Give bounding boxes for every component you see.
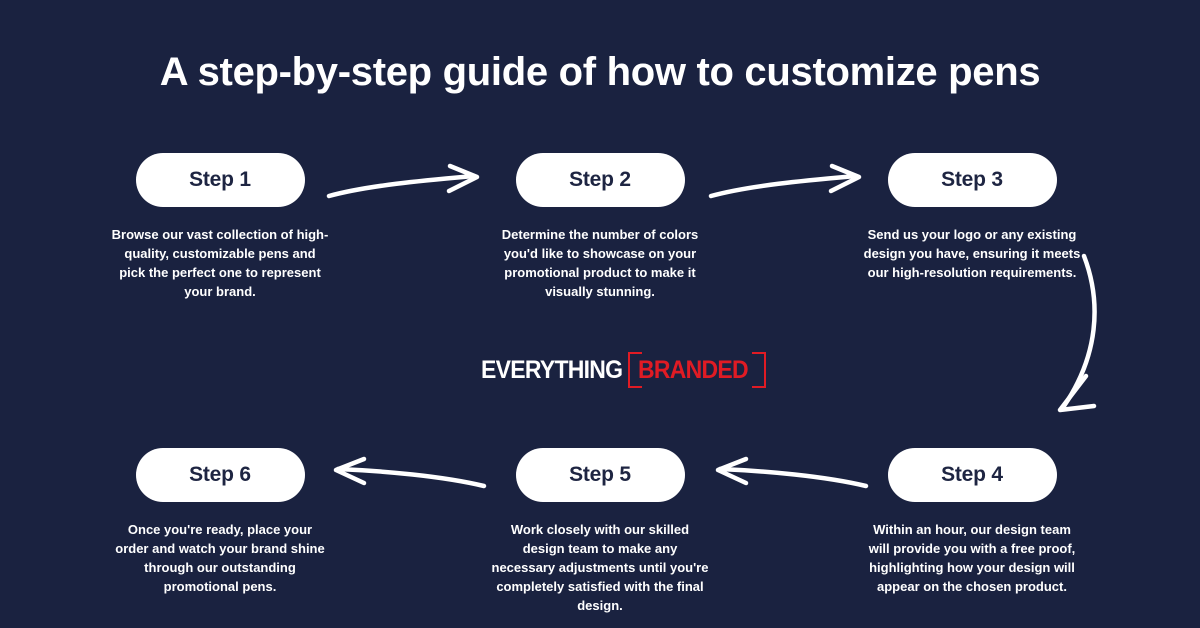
step-card-1: Step 1 Browse our vast collection of hig… bbox=[102, 153, 338, 301]
step-description-4: Within an hour, our design team will pro… bbox=[868, 522, 1076, 594]
step-description-1: Browse our vast collection of high-quali… bbox=[111, 227, 329, 299]
step-pill-6[interactable]: Step 6 bbox=[135, 448, 305, 502]
logo-branded-stamp-box: BRANDED bbox=[627, 352, 767, 388]
step-label-4: Step 4 bbox=[941, 463, 1003, 486]
step-label-2: Step 2 bbox=[569, 168, 631, 191]
step-pill-3[interactable]: Step 3 bbox=[887, 153, 1057, 207]
everythingbranded-logo: EVERYTHING BRANDED bbox=[481, 352, 767, 388]
logo-word-everything: EVERYTHING bbox=[481, 356, 623, 384]
arrow-step1-to-step2-icon bbox=[326, 163, 480, 199]
step-card-2: Step 2 Determine the number of colors yo… bbox=[482, 153, 718, 301]
logo-word-branded: BRANDED bbox=[637, 356, 749, 384]
step-pill-1[interactable]: Step 1 bbox=[135, 153, 305, 207]
arrow-step4-to-step5-icon bbox=[715, 456, 869, 489]
step-description-3: Send us your logo or any existing design… bbox=[863, 227, 1081, 280]
step-label-5: Step 5 bbox=[569, 463, 631, 486]
step-description-6: Once you're ready, place your order and … bbox=[115, 522, 325, 594]
arrow-step2-to-step3-icon bbox=[708, 163, 862, 199]
arrow-step5-to-step6-icon bbox=[333, 456, 487, 489]
step-card-6: Step 6 Once you're ready, place your ord… bbox=[102, 448, 338, 596]
step-label-1: Step 1 bbox=[189, 168, 251, 191]
step-label-3: Step 3 bbox=[941, 168, 1003, 191]
step-pill-5[interactable]: Step 5 bbox=[515, 448, 685, 502]
page-title: A step-by-step guide of how to customize… bbox=[159, 50, 1041, 94]
step-description-5: Work closely with our skilled design tea… bbox=[491, 522, 709, 613]
step-card-4: Step 4 Within an hour, our design team w… bbox=[854, 448, 1090, 596]
step-description-2: Determine the number of colors you'd lik… bbox=[501, 227, 699, 299]
step-pill-2[interactable]: Step 2 bbox=[515, 153, 685, 207]
step-label-6: Step 6 bbox=[189, 463, 251, 486]
step-card-5: Step 5 Work closely with our skilled des… bbox=[482, 448, 718, 615]
step-card-3: Step 3 Send us your logo or any existing… bbox=[854, 153, 1090, 282]
step-pill-4[interactable]: Step 4 bbox=[887, 448, 1057, 502]
